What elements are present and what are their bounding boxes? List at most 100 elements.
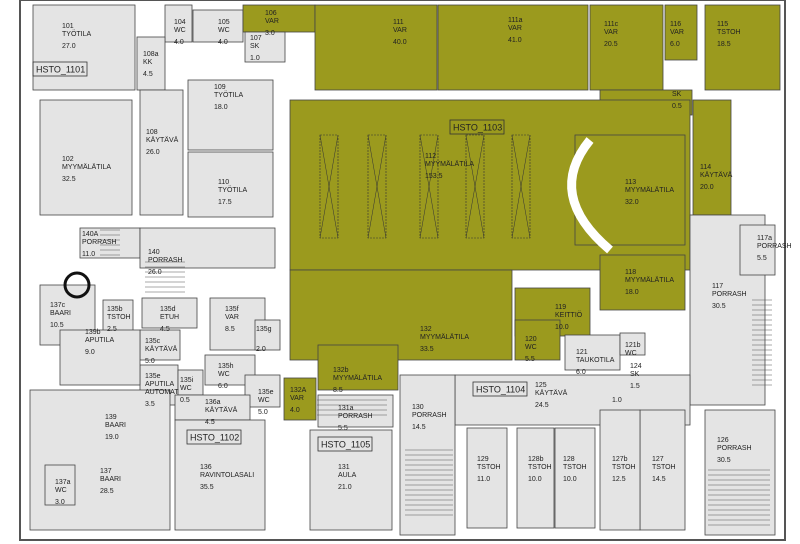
room-105[interactable] bbox=[192, 9, 244, 43]
room-name: KÄYTÄVÄ bbox=[700, 171, 733, 179]
room-135i[interactable] bbox=[177, 369, 204, 396]
room-106[interactable] bbox=[242, 4, 316, 33]
room-128[interactable] bbox=[554, 427, 596, 529]
room-117a[interactable] bbox=[739, 224, 776, 276]
zone-tag-box bbox=[186, 429, 242, 445]
room-118[interactable] bbox=[599, 254, 686, 311]
room-id: 136 bbox=[200, 464, 212, 471]
room-111a[interactable] bbox=[437, 4, 589, 91]
room-name: MYYMÄLÄTILA bbox=[425, 160, 474, 168]
zone-tag: HSTO_1105 bbox=[321, 440, 370, 450]
room-127b[interactable] bbox=[599, 409, 641, 531]
room-area: 3.0 bbox=[55, 499, 65, 506]
room-name: MYYMÄLÄTILA bbox=[62, 163, 111, 171]
room-107[interactable] bbox=[244, 31, 286, 63]
room-115[interactable] bbox=[704, 4, 781, 91]
room-area: 5.0 bbox=[258, 409, 268, 416]
room-id: 135d bbox=[160, 306, 176, 313]
room-name: VAR bbox=[265, 18, 279, 25]
room-139b[interactable] bbox=[59, 329, 141, 386]
room-id: 118 bbox=[625, 269, 636, 276]
room-name: TSTOH bbox=[528, 464, 552, 471]
room-id: 109 bbox=[214, 84, 226, 91]
room-111c[interactable] bbox=[589, 4, 664, 91]
room-129[interactable] bbox=[466, 427, 508, 529]
room-140[interactable] bbox=[139, 227, 276, 269]
room-id: 112 bbox=[425, 153, 436, 160]
room-area: 11.0 bbox=[477, 476, 490, 483]
room-id: 108 bbox=[146, 129, 158, 136]
room-101[interactable] bbox=[32, 4, 136, 91]
room-135d[interactable] bbox=[141, 297, 198, 329]
room-area: 24.5 bbox=[535, 402, 549, 409]
room-area: 153.5 bbox=[425, 173, 443, 180]
room-108a[interactable] bbox=[136, 36, 166, 91]
room-126[interactable] bbox=[704, 409, 776, 536]
room-116[interactable] bbox=[664, 4, 698, 61]
room-135e[interactable] bbox=[244, 374, 281, 408]
room-132A[interactable] bbox=[283, 377, 317, 421]
room-area: 3.5 bbox=[145, 401, 155, 408]
room-id: 121 bbox=[576, 349, 588, 356]
room-136[interactable] bbox=[174, 419, 266, 531]
room-name: WC bbox=[180, 385, 192, 392]
room-area: 26.0 bbox=[146, 149, 160, 156]
room-area: 10.5 bbox=[50, 322, 64, 329]
room-id: 132A bbox=[290, 387, 307, 394]
room-name: MYYMÄLÄTILA bbox=[333, 374, 382, 382]
room-140A[interactable] bbox=[79, 227, 141, 259]
room-108[interactable] bbox=[139, 89, 184, 216]
room-114[interactable] bbox=[692, 99, 732, 216]
room-name: KÄYTÄVÄ bbox=[145, 345, 178, 353]
room-id: 115 bbox=[717, 21, 728, 28]
room-area: 10.0 bbox=[528, 476, 542, 483]
room-111[interactable] bbox=[314, 4, 438, 91]
room-id: 136a bbox=[205, 399, 221, 406]
room-area: 14.5 bbox=[652, 476, 666, 483]
room-id: 135g bbox=[256, 326, 272, 333]
room-id: 137 bbox=[100, 468, 112, 475]
room-127[interactable] bbox=[639, 409, 686, 531]
room-109[interactable] bbox=[187, 79, 274, 151]
room-area: 5.5 bbox=[757, 255, 767, 262]
room-131a[interactable] bbox=[317, 394, 394, 428]
room-id: 135i bbox=[180, 377, 194, 384]
room-area: 10.0 bbox=[563, 476, 577, 483]
room-name: TSTOH bbox=[717, 29, 741, 36]
room-128b[interactable] bbox=[516, 427, 555, 529]
room-120[interactable] bbox=[514, 319, 561, 361]
zone-tag-box bbox=[449, 119, 505, 135]
room-name: PORRASH bbox=[712, 291, 747, 298]
room-137[interactable] bbox=[29, 389, 171, 531]
room-135c[interactable] bbox=[139, 329, 181, 361]
room-121b[interactable] bbox=[619, 332, 646, 356]
room-110[interactable] bbox=[187, 151, 274, 218]
room-135b[interactable] bbox=[102, 299, 134, 336]
room-id: 107 bbox=[250, 35, 262, 42]
room-132b[interactable] bbox=[317, 344, 399, 391]
room-id: 131a bbox=[338, 405, 354, 412]
room-id: 114 bbox=[700, 164, 711, 171]
room-113[interactable] bbox=[574, 134, 686, 246]
room-name: VAR bbox=[604, 29, 618, 36]
room-137a[interactable] bbox=[44, 464, 76, 506]
room-135g[interactable] bbox=[254, 319, 281, 351]
room-102[interactable] bbox=[39, 99, 133, 216]
spiral-stair bbox=[63, 271, 91, 299]
room-121[interactable] bbox=[564, 334, 621, 371]
room-area: 18.5 bbox=[717, 41, 731, 48]
room-area: 6.0 bbox=[218, 383, 228, 390]
room-area: 32.5 bbox=[62, 176, 76, 183]
room-131[interactable] bbox=[309, 429, 393, 531]
room-104[interactable] bbox=[164, 4, 193, 43]
